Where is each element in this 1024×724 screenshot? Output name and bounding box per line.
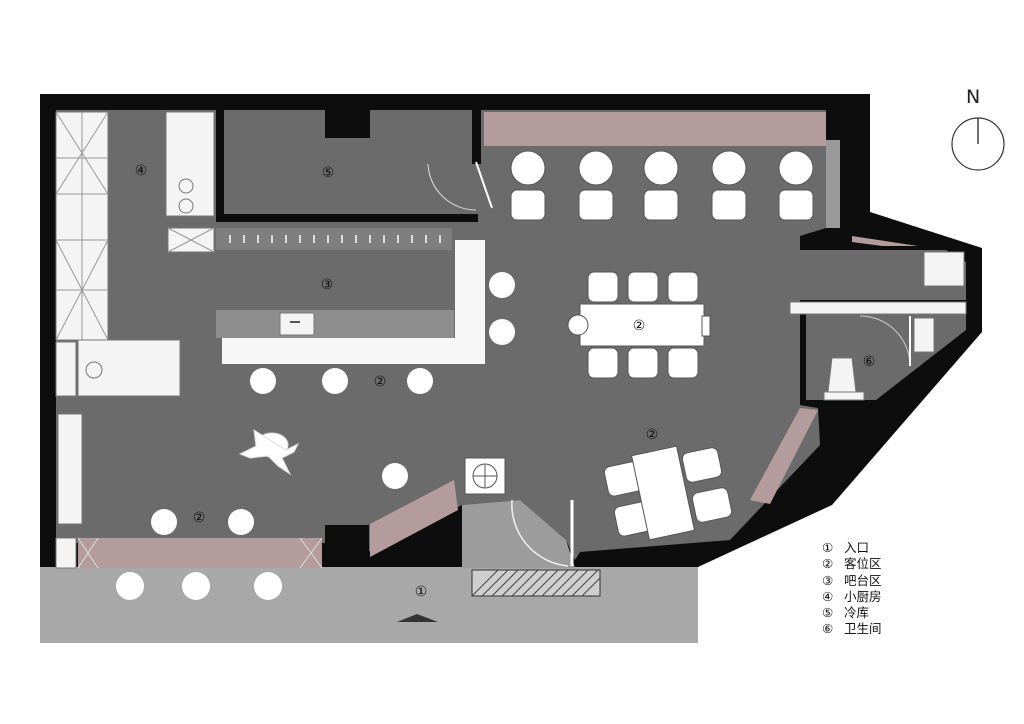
southwest-banquette-marks	[77, 537, 323, 569]
person-figure-icon	[238, 429, 300, 476]
legend-item: ① 入口	[822, 540, 882, 556]
legend-text: 吧台区	[844, 572, 882, 588]
bar-stool	[407, 368, 433, 394]
legend-text: 冷库	[844, 605, 870, 621]
marker-bar: ③	[321, 277, 334, 293]
entrance-mat-hatch	[471, 569, 601, 597]
bar-back-shelf	[216, 228, 452, 250]
bar-sink	[279, 312, 315, 336]
north-label: N	[966, 86, 981, 108]
south-banquette	[370, 480, 458, 557]
east-bench-strip	[826, 140, 840, 228]
legend-item: ⑤ 冷库	[822, 605, 882, 621]
central-table-set	[567, 271, 711, 379]
marker-dining-south: ②	[193, 510, 206, 526]
kitchen-sink-icon	[85, 361, 103, 379]
outdoor-stool	[182, 572, 210, 600]
restroom-pink-strip	[852, 236, 918, 246]
entry-door-swing	[511, 499, 569, 567]
north-table-set	[510, 150, 814, 221]
entrance-arrow-icon	[397, 614, 438, 622]
marker-dining-table: ②	[633, 318, 646, 334]
south-pillar	[325, 525, 369, 567]
storage-door	[475, 161, 493, 209]
storage-pillar	[325, 110, 370, 138]
legend-text: 卫生间	[844, 621, 882, 637]
legend-number: ②	[822, 556, 834, 572]
legend-item: ② 客位区	[822, 556, 882, 572]
bar-counter	[222, 240, 485, 364]
legend-number: ④	[822, 588, 834, 604]
bar-stool	[489, 319, 515, 345]
legend-number: ⑥	[822, 621, 834, 637]
east-banquette	[750, 408, 818, 504]
bar-stool	[250, 368, 276, 394]
south-stool	[151, 509, 177, 535]
legend-text: 客位区	[844, 556, 882, 572]
legend-item: ③ 吧台区	[822, 573, 882, 589]
bar-stool	[489, 272, 515, 298]
toilet-icon	[827, 357, 857, 393]
southeast-table-set	[603, 445, 733, 541]
storage-wall-south	[216, 214, 478, 222]
storage-unit-cross-b	[167, 227, 215, 253]
stove-burner-2	[178, 198, 194, 214]
marker-kitchen: ④	[135, 163, 148, 179]
storage-door-swing	[427, 163, 477, 211]
toilet-tank	[823, 391, 865, 401]
restroom-wash-basin	[913, 317, 935, 353]
storage-wall-east	[472, 110, 481, 164]
marker-entrance: ①	[415, 584, 428, 600]
marker-restroom: ⑥	[863, 354, 876, 370]
south-stool	[228, 509, 254, 535]
marker-cold-storage: ⑤	[322, 165, 335, 181]
outdoor-stool	[116, 572, 144, 600]
west-bench	[57, 413, 83, 525]
kitchen-fridge	[77, 339, 181, 397]
marker-dining-east: ②	[646, 427, 659, 443]
legend-item: ⑥ 卫生间	[822, 621, 882, 637]
south-stool	[382, 463, 408, 489]
outdoor-stool	[254, 572, 282, 600]
stove-burner-1	[178, 178, 194, 194]
kitchen-counter-north	[165, 111, 215, 217]
bar-work-surface	[216, 310, 454, 338]
legend-text: 小厨房	[844, 588, 882, 604]
legend-number: ①	[822, 540, 834, 555]
storage-wall-west	[216, 110, 224, 218]
legend: ① 入口 ② 客位区 ③ 吧台区 ④ 小厨房 ⑤ 冷库 ⑥ 卫生间	[822, 540, 882, 638]
kitchen-counter-south-west	[55, 341, 77, 397]
north-banquette	[484, 112, 826, 146]
bar-stool	[322, 368, 348, 394]
legend-item: ④ 小厨房	[822, 589, 882, 605]
southwest-corner-block	[55, 537, 77, 569]
legend-number: ③	[822, 572, 834, 588]
restroom-sink-counter	[923, 251, 965, 287]
marker-bar-seating: ②	[374, 374, 387, 390]
southwest-banquette	[78, 538, 322, 568]
kitchen-cabinet-lines	[55, 111, 109, 341]
legend-text: 入口	[844, 540, 870, 555]
bar-shelf-ticks	[229, 235, 441, 243]
legend-number: ⑤	[822, 605, 834, 621]
restroom-partition	[789, 301, 967, 315]
